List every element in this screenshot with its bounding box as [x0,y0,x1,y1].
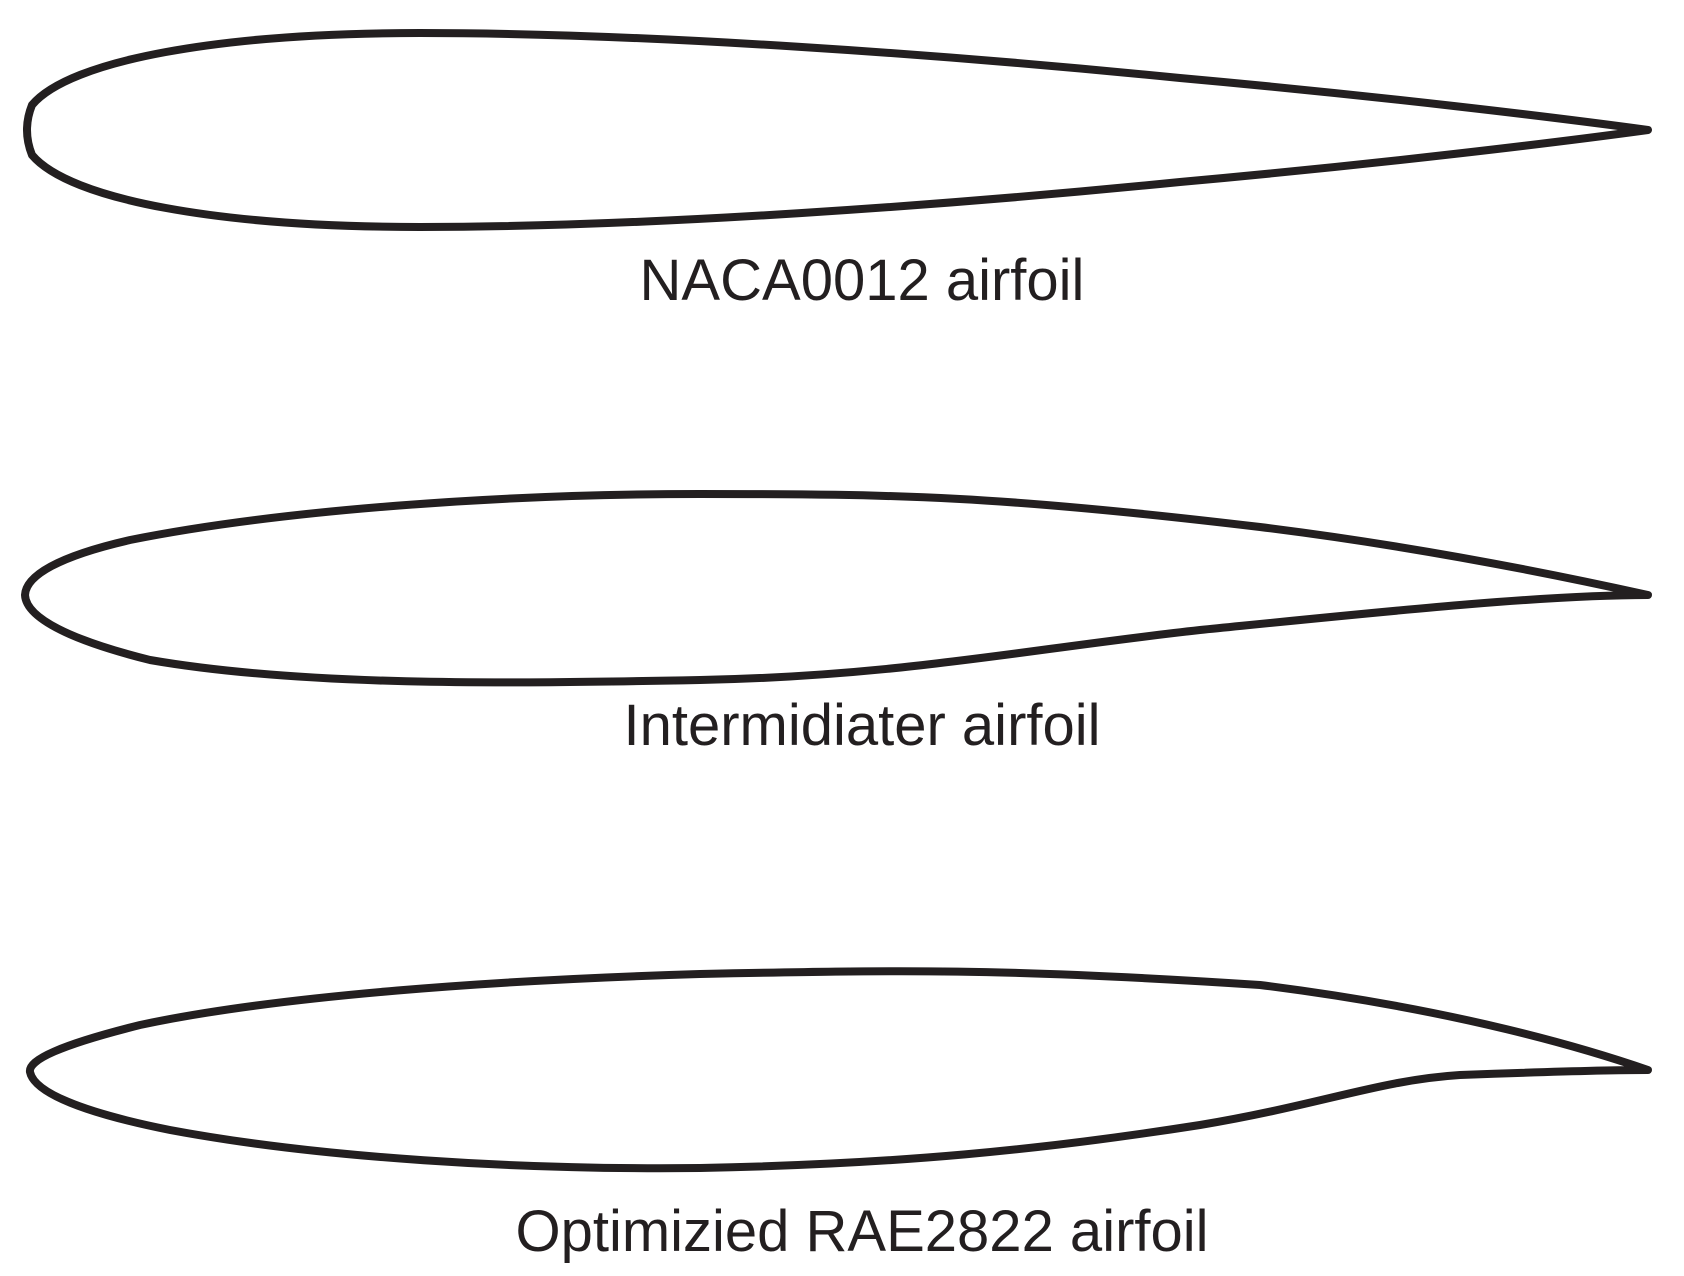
airfoil-rae2822: Optimizied RAE2822 airfoil [26,967,1652,1264]
intermediate-caption: Intermidiater airfoil [623,693,1100,758]
rae2822-caption: Optimizied RAE2822 airfoil [515,1199,1208,1264]
intermediate-airfoil-outline [21,490,1652,687]
rae2822-airfoil-outline [26,967,1652,1173]
naca0012-caption: NACA0012 airfoil [640,248,1085,313]
airfoil-naca0012: NACA0012 airfoil [23,29,1652,313]
airfoil-intermediate: Intermidiater airfoil [21,490,1652,758]
naca0012-airfoil-outline [23,29,1652,231]
